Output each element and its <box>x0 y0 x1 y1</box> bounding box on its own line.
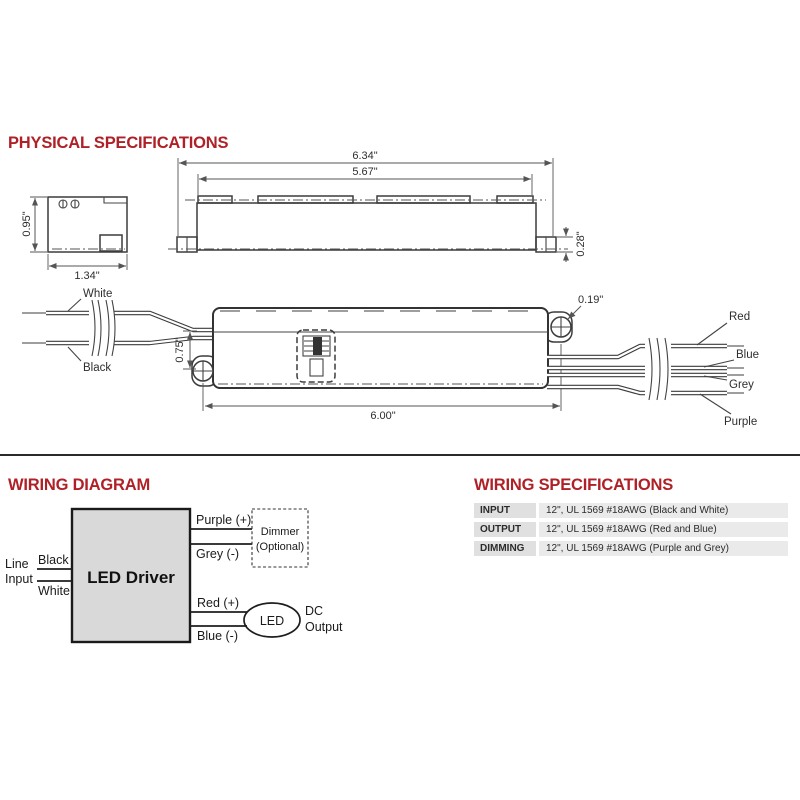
physical-specifications-title: PHYSICAL SPECIFICATIONS <box>8 134 229 152</box>
row-value: 12", UL 1569 #18AWG (Red and Blue) <box>539 522 788 537</box>
row-label: INPUT <box>474 503 536 518</box>
dimmer-optional-label: (Optional) <box>256 541 304 553</box>
dim-end-height: 0.95" <box>21 211 33 236</box>
output-label: Output <box>305 620 343 634</box>
wire-label-red: Red <box>729 311 750 323</box>
dim-lead-offset: 0.75" <box>174 337 186 362</box>
row-label: DIMMING <box>474 541 536 556</box>
wire-label-purple: Purple <box>724 416 757 428</box>
purple-wire-label: Purple (+) <box>196 513 251 527</box>
dim-end-width: 1.34" <box>74 270 99 282</box>
dim-bracket-height: 0.28" <box>575 231 587 256</box>
table-row-input: INPUT 12", UL 1569 #18AWG (Black and Whi… <box>474 503 788 518</box>
wire-label-blue: Blue <box>736 349 759 361</box>
wiring-diagram-title: WIRING DIAGRAM <box>8 476 151 494</box>
blue-wire-label: Blue (-) <box>197 629 238 643</box>
output-wires: Red Blue Grey Purple <box>547 311 759 428</box>
dimmer-label: Dimmer <box>261 526 300 538</box>
line-label: Line <box>5 557 29 571</box>
line-input-wires <box>37 568 72 582</box>
wiring-specs-table: INPUT 12", UL 1569 #18AWG (Black and Whi… <box>474 503 788 560</box>
dip-switch <box>296 329 336 383</box>
column-gap <box>536 522 539 537</box>
led-driver-label: LED Driver <box>87 568 175 587</box>
dim-hole-diameter: 0.19" <box>578 294 603 306</box>
row-value: 12", UL 1569 #18AWG (Black and White) <box>539 503 788 518</box>
row-label: OUTPUT <box>474 522 536 537</box>
wire-label-black: Black <box>83 362 111 374</box>
input-wires: White Black <box>22 288 214 374</box>
table-row-output: OUTPUT 12", UL 1569 #18AWG (Red and Blue… <box>474 522 788 537</box>
row-value: 12", UL 1569 #18AWG (Purple and Grey) <box>539 541 788 556</box>
input-label: Input <box>5 572 33 586</box>
white-wire-label: White <box>38 584 70 598</box>
led-driver-box <box>70 507 192 644</box>
wiring-specifications-title: WIRING SPECIFICATIONS <box>474 476 673 494</box>
wiring-diagram: LED Driver Line Input Black White Purple… <box>5 507 343 644</box>
wire-label-grey: Grey <box>729 379 754 391</box>
black-wire-label: Black <box>38 553 69 567</box>
section-divider <box>0 454 800 456</box>
side-view-drawing: 6.34" 5.67" 0.28" <box>168 150 587 262</box>
led-ellipse <box>243 602 301 638</box>
top-view-drawing: White Black 0.75" 0.19" <box>22 288 759 428</box>
dimmer-box <box>251 508 309 568</box>
column-gap <box>536 541 539 556</box>
red-wire-label: Red (+) <box>197 596 239 610</box>
dim-overall-length: 6.34" <box>352 150 377 162</box>
dim-mounting-length: 6.00" <box>370 410 395 422</box>
column-gap <box>536 503 539 518</box>
wire-label-white: White <box>83 288 112 300</box>
dc-label: DC <box>305 604 323 618</box>
end-view-drawing: 0.95" 1.34" <box>21 196 128 282</box>
physical-specifications-drawing: 0.95" 1.34" 6.34" 5.67" 0.28" <box>21 150 759 428</box>
led-label: LED <box>260 614 284 628</box>
grey-wire-label: Grey (-) <box>196 547 239 561</box>
dim-body-length: 5.67" <box>352 166 377 178</box>
table-row-dimming: DIMMING 12", UL 1569 #18AWG (Purple and … <box>474 541 788 556</box>
